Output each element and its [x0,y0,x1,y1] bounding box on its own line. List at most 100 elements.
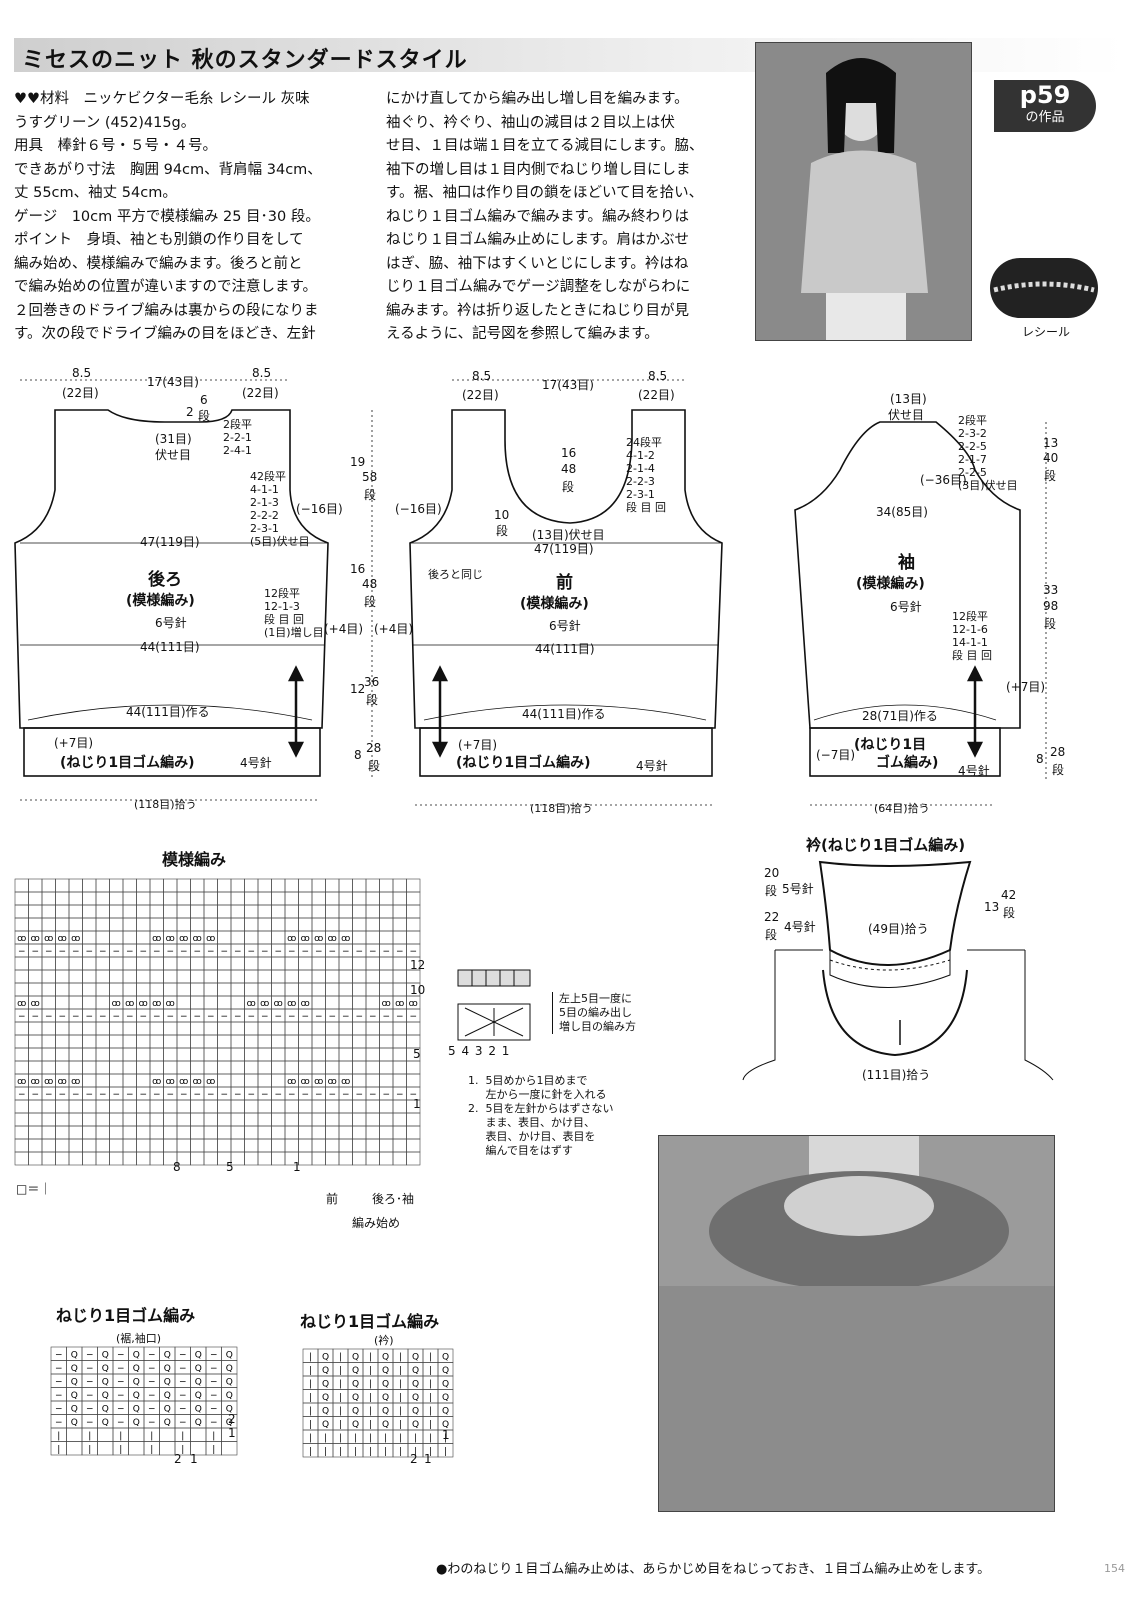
svg-text:ꝏ: ꝏ [31,999,40,1009]
svg-text:ꝏ: ꝏ [31,934,40,944]
svg-text:|: | [429,1420,432,1430]
right-line-10: えるように、記号図を参照して編みます。 [386,326,659,342]
svg-text:ꝏ: ꝏ [260,999,269,1009]
dim-plus4-b: (+4目) [374,622,414,636]
sleeve-pick: (64目)拾う [874,802,930,815]
collar-r1: 20 [764,866,780,880]
front-neck-rule-line-5: 段 目 回 [626,501,666,514]
front-neck-rule-line-1: 4-1-2 [626,449,655,462]
svg-text:Q: Q [164,1418,171,1428]
collar-r2: 22 [764,910,780,924]
svg-text:−: − [301,1012,309,1022]
sleeve-side-rule-line-1: 12-1-6 [952,623,988,636]
sleeve-cap-rule-line-2: 2-2-5 [958,440,987,453]
rib-chart-2-row1: 1 [442,1428,450,1442]
svg-text:−: − [288,1090,296,1100]
svg-text:−: − [55,1351,63,1361]
back-neck-rule-line-2: 2-4-1 [223,444,252,457]
svg-text:|: | [369,1353,372,1363]
svg-text:−: − [117,1418,125,1428]
yarn-label: レシール [1022,325,1071,339]
svg-text:Q: Q [195,1418,202,1428]
dim-body-unit: 段 [364,595,377,609]
svg-text:Q: Q [195,1351,202,1361]
front-needle: 6号針 [549,619,581,633]
sleeve-rib-needle: 4号針 [958,764,990,778]
svg-text:ꝏ: ꝏ [409,999,418,1009]
collar-diagram [742,860,1054,1081]
badge-sub: の作品 [1025,110,1065,125]
svg-text:−: − [166,1090,174,1100]
svg-text:ꝏ: ꝏ [328,1077,337,1087]
svg-text:Q: Q [412,1393,419,1403]
svg-text:Q: Q [412,1353,419,1363]
svg-text:|: | [399,1407,402,1417]
back-neck-rule-line-0: 2段平 [223,418,252,431]
svg-text:Q: Q [352,1353,359,1363]
svg-text:−: − [247,1090,255,1100]
svg-text:ꝏ: ꝏ [206,934,215,944]
symbol-step-line-4: 表目、かけ目、表目を [468,1130,596,1143]
left-line-5: ゲージ 10cm 平方で模様編み 25 目･30 段。 [14,208,320,225]
dim-body: 16 [350,562,366,576]
front-title: 前 [556,573,573,593]
svg-text:Q: Q [382,1380,389,1390]
front-arm-rows-unit: 段 [496,524,509,538]
svg-text:|: | [309,1447,312,1457]
back-side-rule-line-2: 段 目 回 [264,613,304,626]
svg-text:Q: Q [352,1366,359,1376]
svg-text:−: − [112,947,120,957]
svg-text:−: − [382,1012,390,1022]
sleeve-top2: 伏せ目 [888,408,925,422]
back-neck-dec: 2 [186,405,194,419]
symbol-desc-line-1: 5目の編み出し [559,1006,632,1019]
svg-text:−: − [261,1012,269,1022]
model-photo [755,42,972,341]
svg-text:ꝏ: ꝏ [166,934,175,944]
svg-text:ꝏ: ꝏ [166,999,175,1009]
back-pattern: (模様編み) [126,593,195,609]
svg-text:|: | [369,1393,372,1403]
back-needle: 6号針 [155,616,187,630]
svg-text:−: − [247,1012,255,1022]
front-shoulder-l: 8.5 [472,369,492,383]
svg-text:−: − [85,1090,93,1100]
dim-rib: 8 [354,748,362,762]
svg-text:−: − [166,947,174,957]
svg-text:−: − [86,1364,94,1374]
svg-text:|: | [414,1434,417,1444]
svg-text:|: | [369,1420,372,1430]
svg-text:ꝏ: ꝏ [152,999,161,1009]
sleeve-rib-h: 8 [1036,752,1044,766]
sleeve-cap-rule-line-1: 2-3-2 [958,427,987,440]
svg-text:ꝏ: ꝏ [44,934,53,944]
pattern-col-1: 1 [293,1160,301,1174]
sleeve-side-rule-line-0: 12段平 [952,610,988,623]
back-shoulder-r-st: (22目) [242,386,279,400]
svg-text:−: − [31,1090,39,1100]
svg-text:Q: Q [164,1405,171,1415]
instructions-text: にかけ直してから編み出し増し目を編みます。袖ぐり、衿ぐり、袖山の減目は２目以上は… [386,88,704,347]
front-pattern: (模様編み) [520,596,589,612]
sleeve-rib-label-1: (ねじり1目 [854,737,927,753]
svg-text:ꝏ: ꝏ [179,1077,188,1087]
svg-text:−: − [193,1012,201,1022]
sleeve-cap-rule-line-3: 2-1-7 [958,453,987,466]
svg-text:−: − [210,1364,218,1374]
front-rib [419,727,713,777]
symbol-diagram [457,969,531,1041]
svg-text:Q: Q [102,1378,109,1388]
svg-text:−: − [180,947,188,957]
svg-text:|: | [369,1434,372,1444]
pattern-front: 前 [326,1192,339,1206]
collar-needle-4: 4号針 [784,920,816,934]
front-neck-rule-line-0: 24段平 [626,436,662,449]
sleeve-cap-h: 13 [1043,436,1059,450]
svg-text:Q: Q [412,1420,419,1430]
footer-note: ●わのねじり１目ゴム編み止めは、あらかじめ目をねじっておき、１目ゴム編み止めをし… [436,1562,991,1577]
svg-text:Q: Q [322,1393,329,1403]
svg-text:−: − [180,1090,188,1100]
left-line-3: できあがり寸法 胸囲 94cm、背肩幅 34cm、 [14,161,322,178]
dim-rib-rows: 28 [366,741,382,755]
